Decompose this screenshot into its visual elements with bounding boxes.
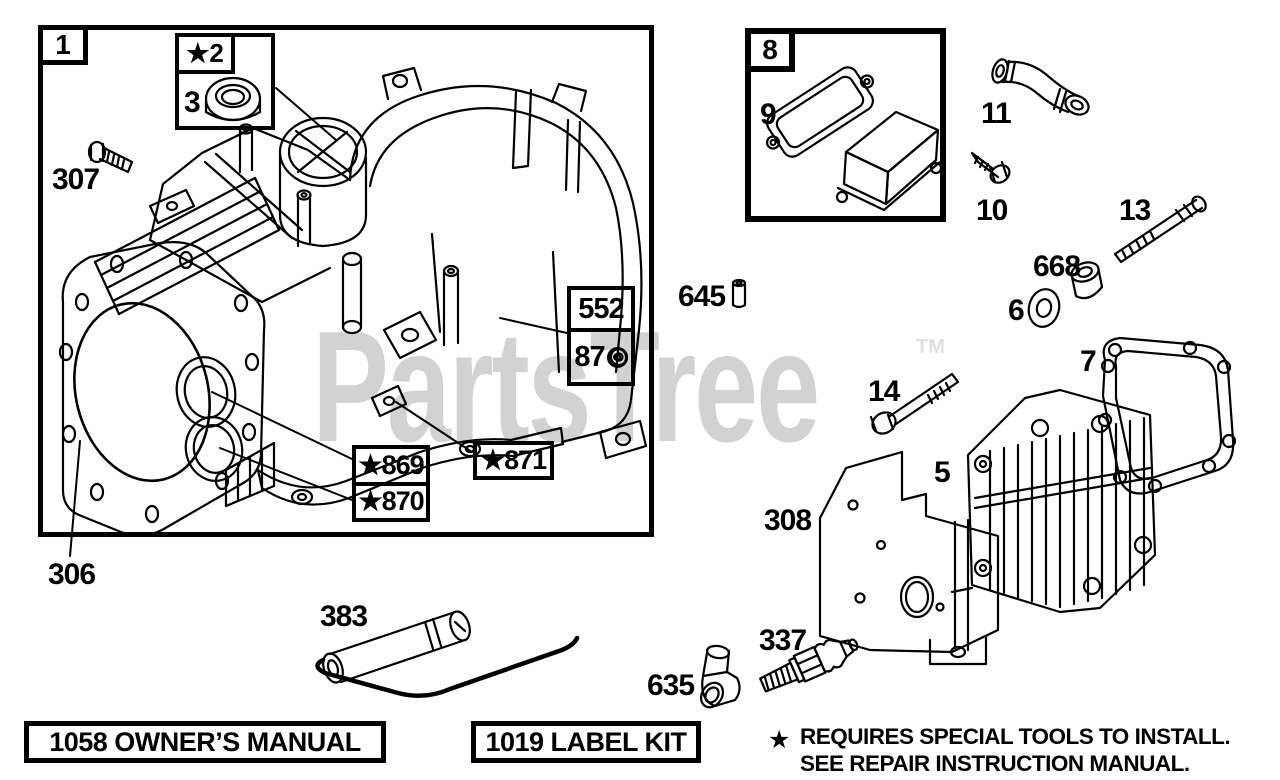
- group-1-number: 1: [55, 29, 71, 60]
- callout-14-label: 14: [868, 375, 900, 408]
- note-line-1: REQUIRES SPECIAL TOOLS TO INSTALL.: [800, 724, 1231, 749]
- callout-2-box: ★2: [175, 33, 235, 74]
- trademark-symbol: TM: [916, 336, 945, 358]
- bushing-668-drawing: [1070, 261, 1104, 300]
- callout-871-cell: ★871: [477, 445, 550, 476]
- callout-871-box: ★871: [473, 441, 554, 480]
- note-line-2: SEE REPAIR INSTRUCTION MANUAL.: [800, 751, 1190, 776]
- callout-308-label: 308: [764, 504, 812, 537]
- callout-87-cell: 87: [571, 328, 631, 382]
- tube-11-drawing: [991, 58, 1090, 116]
- group-box-1: [38, 25, 654, 537]
- owners-manual-label: 1058 OWNER’S MANUAL: [49, 726, 361, 757]
- callout-3-label: 3: [184, 86, 201, 119]
- spark-plug-wrench-383-drawing: [315, 610, 580, 698]
- callout-383-label: 383: [320, 600, 368, 633]
- breather-cover-drawing: [835, 110, 943, 212]
- callout-552-87-box: 552 87: [567, 286, 635, 386]
- washer-87-glyph: [606, 346, 628, 368]
- callout-871-label: ★871: [480, 445, 547, 475]
- callout-11-label: 11: [981, 97, 1012, 130]
- callout-869-label: ★869: [358, 449, 424, 480]
- callout-9-label: 9: [760, 98, 777, 131]
- group-box-1-label: 1: [38, 25, 88, 65]
- star-icon: ★: [768, 726, 791, 754]
- callout-552-label: 552: [578, 292, 624, 325]
- owners-manual-box: 1058 OWNER’S MANUAL: [24, 721, 386, 763]
- pin-645-drawing: [731, 278, 747, 309]
- head-gasket-7-drawing: [1097, 336, 1237, 495]
- stud-13-drawing: [1113, 195, 1207, 264]
- cylinder-head-5-drawing: [966, 388, 1157, 614]
- callout-870-cell: ★870: [356, 481, 426, 519]
- callout-306-label: 306: [48, 558, 96, 591]
- spark-plug-337-drawing: [759, 638, 859, 693]
- group-box-8: [745, 28, 946, 222]
- heat-shield-308-drawing: [818, 450, 1000, 666]
- group-box-8-label: 8: [745, 28, 795, 72]
- oil-seal-3-drawing: [204, 76, 262, 122]
- callout-13-label: 13: [1119, 194, 1151, 227]
- washer-6-drawing: [1027, 288, 1061, 328]
- gasket-9-drawing: [765, 66, 875, 158]
- callout-645-label: 645: [678, 280, 726, 313]
- callout-6-label: 6: [1008, 294, 1025, 327]
- bolt-10-drawing: [970, 151, 1011, 184]
- spark-plug-boot-635-drawing: [699, 644, 741, 709]
- callout-870-label: ★870: [358, 486, 424, 517]
- callout-87-label: 87: [574, 340, 605, 373]
- crankcase-assembly-drawing: [58, 66, 648, 537]
- callout-307-label: 307: [52, 163, 100, 196]
- callout-7-label: 7: [1080, 345, 1097, 378]
- label-kit-box: 1019 LABEL KIT: [471, 721, 701, 763]
- callout-668-label: 668: [1033, 250, 1081, 283]
- callout-10-label: 10: [976, 194, 1008, 227]
- callout-869-870-box: ★869 ★870: [352, 445, 430, 522]
- label-kit-label: 1019 LABEL KIT: [485, 726, 687, 757]
- callout-552-cell: 552: [571, 290, 631, 328]
- callout-635-label: 635: [647, 669, 695, 702]
- group-8-number: 8: [762, 34, 778, 65]
- callout-869-cell: ★869: [356, 449, 426, 482]
- callout-5-label: 5: [934, 456, 951, 489]
- bolt-14-drawing: [869, 372, 960, 435]
- bolt-307-drawing: [87, 140, 134, 174]
- leader-lines: [69, 87, 568, 557]
- callout-2-label: ★2: [186, 38, 224, 68]
- callout-337-label: 337: [759, 624, 807, 657]
